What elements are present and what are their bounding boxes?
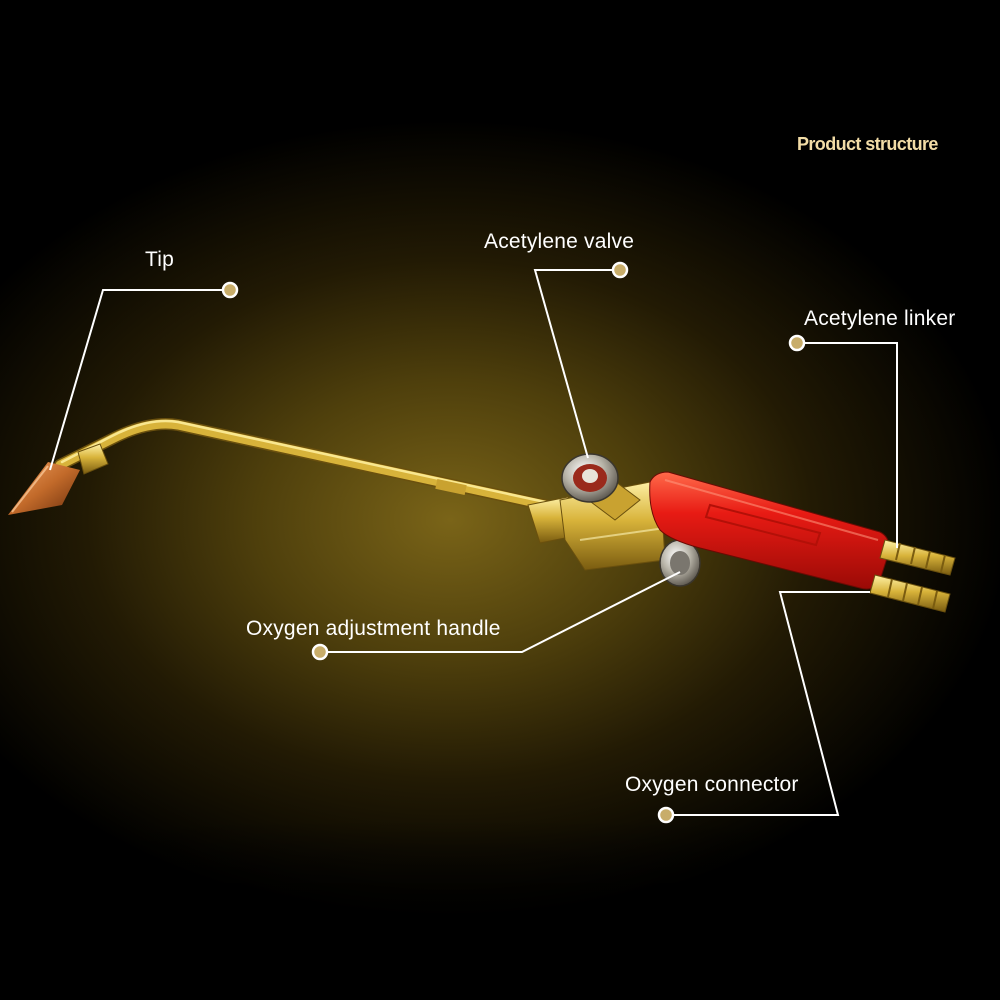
oxygen-adjustment-callout-line <box>320 571 681 653</box>
oxygen-connector-label: Oxygen connector <box>625 773 799 796</box>
oxygen-connector-callout-dot <box>657 806 675 824</box>
oxygen-adjustment-handle-label: Oxygen adjustment handle <box>246 617 501 640</box>
tip-callout-dot <box>221 281 239 299</box>
acetylene-valve-callout-line <box>533 269 620 459</box>
copper-tip <box>8 443 109 515</box>
acetylene-valve-label: Acetylene valve <box>484 230 635 253</box>
acetylene-linker-label: Acetylene linker <box>804 307 956 330</box>
callout-lines <box>49 269 898 816</box>
acetylene-valve-knob <box>561 453 619 503</box>
acetylene-valve-callout-dot <box>611 261 629 279</box>
acetylene-barb <box>879 539 956 576</box>
torch-tube <box>54 418 551 511</box>
acetylene-linker-callout-dot <box>788 334 806 352</box>
oxygen-barb <box>869 574 951 613</box>
oxygen-connector-callout-line <box>666 591 870 816</box>
tip-callout-line <box>49 289 230 471</box>
callout-dots <box>221 261 806 824</box>
oxygen-adjustment-callout-dot <box>311 643 329 661</box>
red-handle <box>649 471 890 590</box>
tip-label: Tip <box>145 248 174 271</box>
acetylene-linker-callout-line <box>797 342 898 548</box>
page-title: Product structure <box>797 134 938 154</box>
